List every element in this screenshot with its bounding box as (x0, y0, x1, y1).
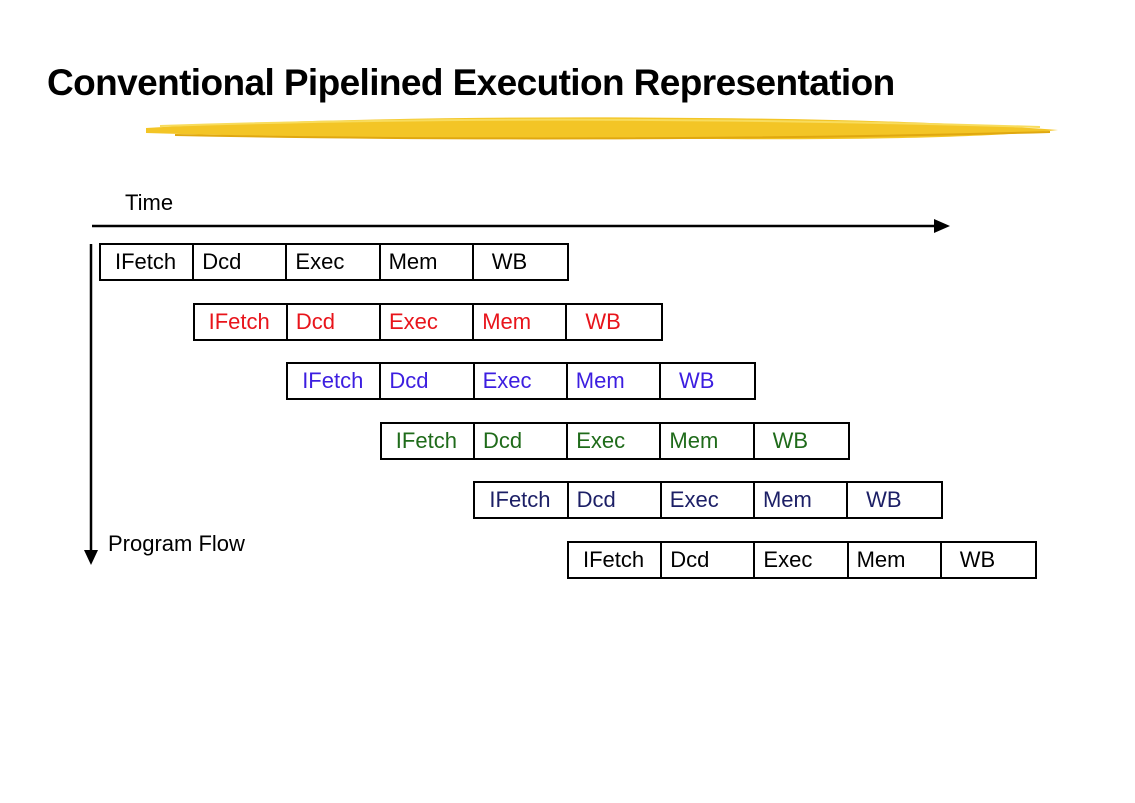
stage-cell-wb: WB (491, 249, 528, 274)
stage-cell-dcd: Dcd (475, 423, 569, 458)
stage-cell-wb: WB (959, 547, 996, 572)
stage-cell-ifetch: IFetch (288, 364, 382, 399)
program-flow-axis-label: Program Flow (108, 531, 245, 556)
stage-cell-exec: Exec (568, 423, 662, 458)
stage-cell-mem: Mem (849, 543, 942, 577)
title-underline (146, 117, 1058, 140)
program-flow-arrowhead-icon (84, 550, 98, 565)
stage-cell-wb: WB (772, 427, 809, 453)
stage-cell-exec: Exec (755, 543, 849, 577)
stage-cell-mem: Mem (755, 483, 849, 518)
time-arrowhead-icon (934, 219, 950, 233)
stage-cell-dcd: Dcd (569, 483, 662, 518)
stage-cell-dcd: Dcd (662, 543, 756, 577)
stage-cell-exec: Exec (381, 304, 475, 339)
stage-cell-ifetch: IFetch (195, 304, 288, 339)
time-axis-label: Time (125, 190, 174, 215)
stage-cell-dcd: Dcd (194, 245, 288, 279)
stage-cell-exec: Exec (475, 364, 568, 399)
stage-cell-wb: WB (678, 368, 715, 394)
title-underline-highlight (159, 118, 1041, 128)
title-underline-shadow (174, 131, 1051, 140)
stage-cell-mem: Mem (381, 245, 474, 279)
slide-title: Conventional Pipelined Execution Represe… (47, 62, 895, 103)
stage-cell-mem: Mem (474, 304, 568, 339)
stage-cell-ifetch: IFetch (101, 245, 195, 279)
stage-cell-ifetch: IFetch (475, 483, 569, 518)
stage-cell-exec: Exec (287, 245, 381, 279)
stage-cell-dcd: Dcd (381, 364, 475, 399)
stage-cell-dcd: Dcd (288, 304, 381, 339)
stage-cell-mem: Mem (568, 364, 661, 399)
stage-cell-exec: Exec (662, 483, 755, 518)
stage-cell-wb: WB (866, 487, 902, 513)
stage-cell-ifetch: IFetch (569, 543, 663, 577)
stage-cell-wb: WB (585, 308, 621, 334)
stage-cell-ifetch: IFetch (382, 423, 476, 458)
stage-cell-mem: Mem (661, 423, 755, 458)
